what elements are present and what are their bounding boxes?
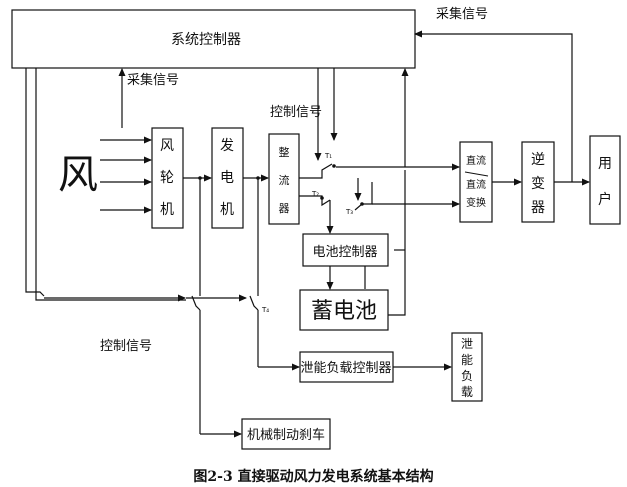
collect-signal-left-label: 采集信号 bbox=[127, 72, 179, 88]
wind-label: 风 bbox=[58, 152, 98, 198]
dcdc-line-1: 直流 bbox=[466, 154, 486, 167]
dump-controller-label: 泄能负载控制器 bbox=[300, 361, 391, 376]
control-signal-bottom-label: 控制信号 bbox=[100, 339, 152, 354]
system-controller-box bbox=[11, 9, 416, 69]
dcdc-line-2: 直流 bbox=[466, 178, 486, 191]
switch-t3-label: T₃ bbox=[345, 208, 353, 216]
wind-turbine-char-2: 轮 bbox=[160, 170, 174, 186]
user-box bbox=[589, 135, 621, 225]
inverter-char-2: 变 bbox=[531, 176, 545, 192]
wind-turbine-char-1: 风 bbox=[160, 138, 174, 154]
inverter-char-1: 逆 bbox=[531, 152, 545, 168]
dump-load-char-1: 泄 bbox=[461, 337, 473, 351]
generator-char-3: 机 bbox=[220, 202, 234, 218]
switch-t1-label: T₁ bbox=[324, 152, 332, 160]
rectifier-box bbox=[268, 133, 300, 225]
inverter-char-3: 器 bbox=[531, 200, 545, 216]
dump-load-char-4: 载 bbox=[461, 385, 473, 399]
dump-load-char-2: 能 bbox=[461, 353, 473, 367]
user-char-1: 用 bbox=[598, 156, 612, 172]
figure-caption: 图2-3 直接驱动风力发电系统基本结构 bbox=[193, 469, 434, 485]
system-controller-label: 系统控制器 bbox=[171, 32, 241, 48]
rectifier-char-2: 流 bbox=[279, 173, 290, 187]
generator-char-2: 电 bbox=[220, 170, 234, 186]
wind-turbine-char-3: 机 bbox=[160, 202, 174, 218]
rectifier-char-3: 器 bbox=[279, 202, 290, 215]
switch-t2-label: T₂ bbox=[311, 190, 319, 198]
rectifier-char-1: 整 bbox=[279, 145, 290, 159]
battery-controller-label: 电池控制器 bbox=[312, 245, 377, 260]
dump-load-char-3: 负 bbox=[461, 369, 473, 383]
battery-box bbox=[299, 289, 389, 331]
brake-box bbox=[241, 418, 331, 450]
collect-signal-top-label: 采集信号 bbox=[436, 6, 488, 22]
battery-controller-box bbox=[302, 233, 389, 267]
dump-load-box bbox=[451, 332, 483, 402]
generator-char-1: 发 bbox=[220, 138, 234, 154]
user-char-2: 户 bbox=[598, 191, 612, 208]
battery-label: 蓄电池 bbox=[311, 299, 377, 324]
switch-t4-label: T₄ bbox=[261, 306, 269, 314]
brake-label: 机械制动刹车 bbox=[247, 427, 325, 443]
dcdc-line-3: 变换 bbox=[466, 196, 486, 209]
control-signal-mid-label: 控制信号 bbox=[270, 105, 322, 120]
